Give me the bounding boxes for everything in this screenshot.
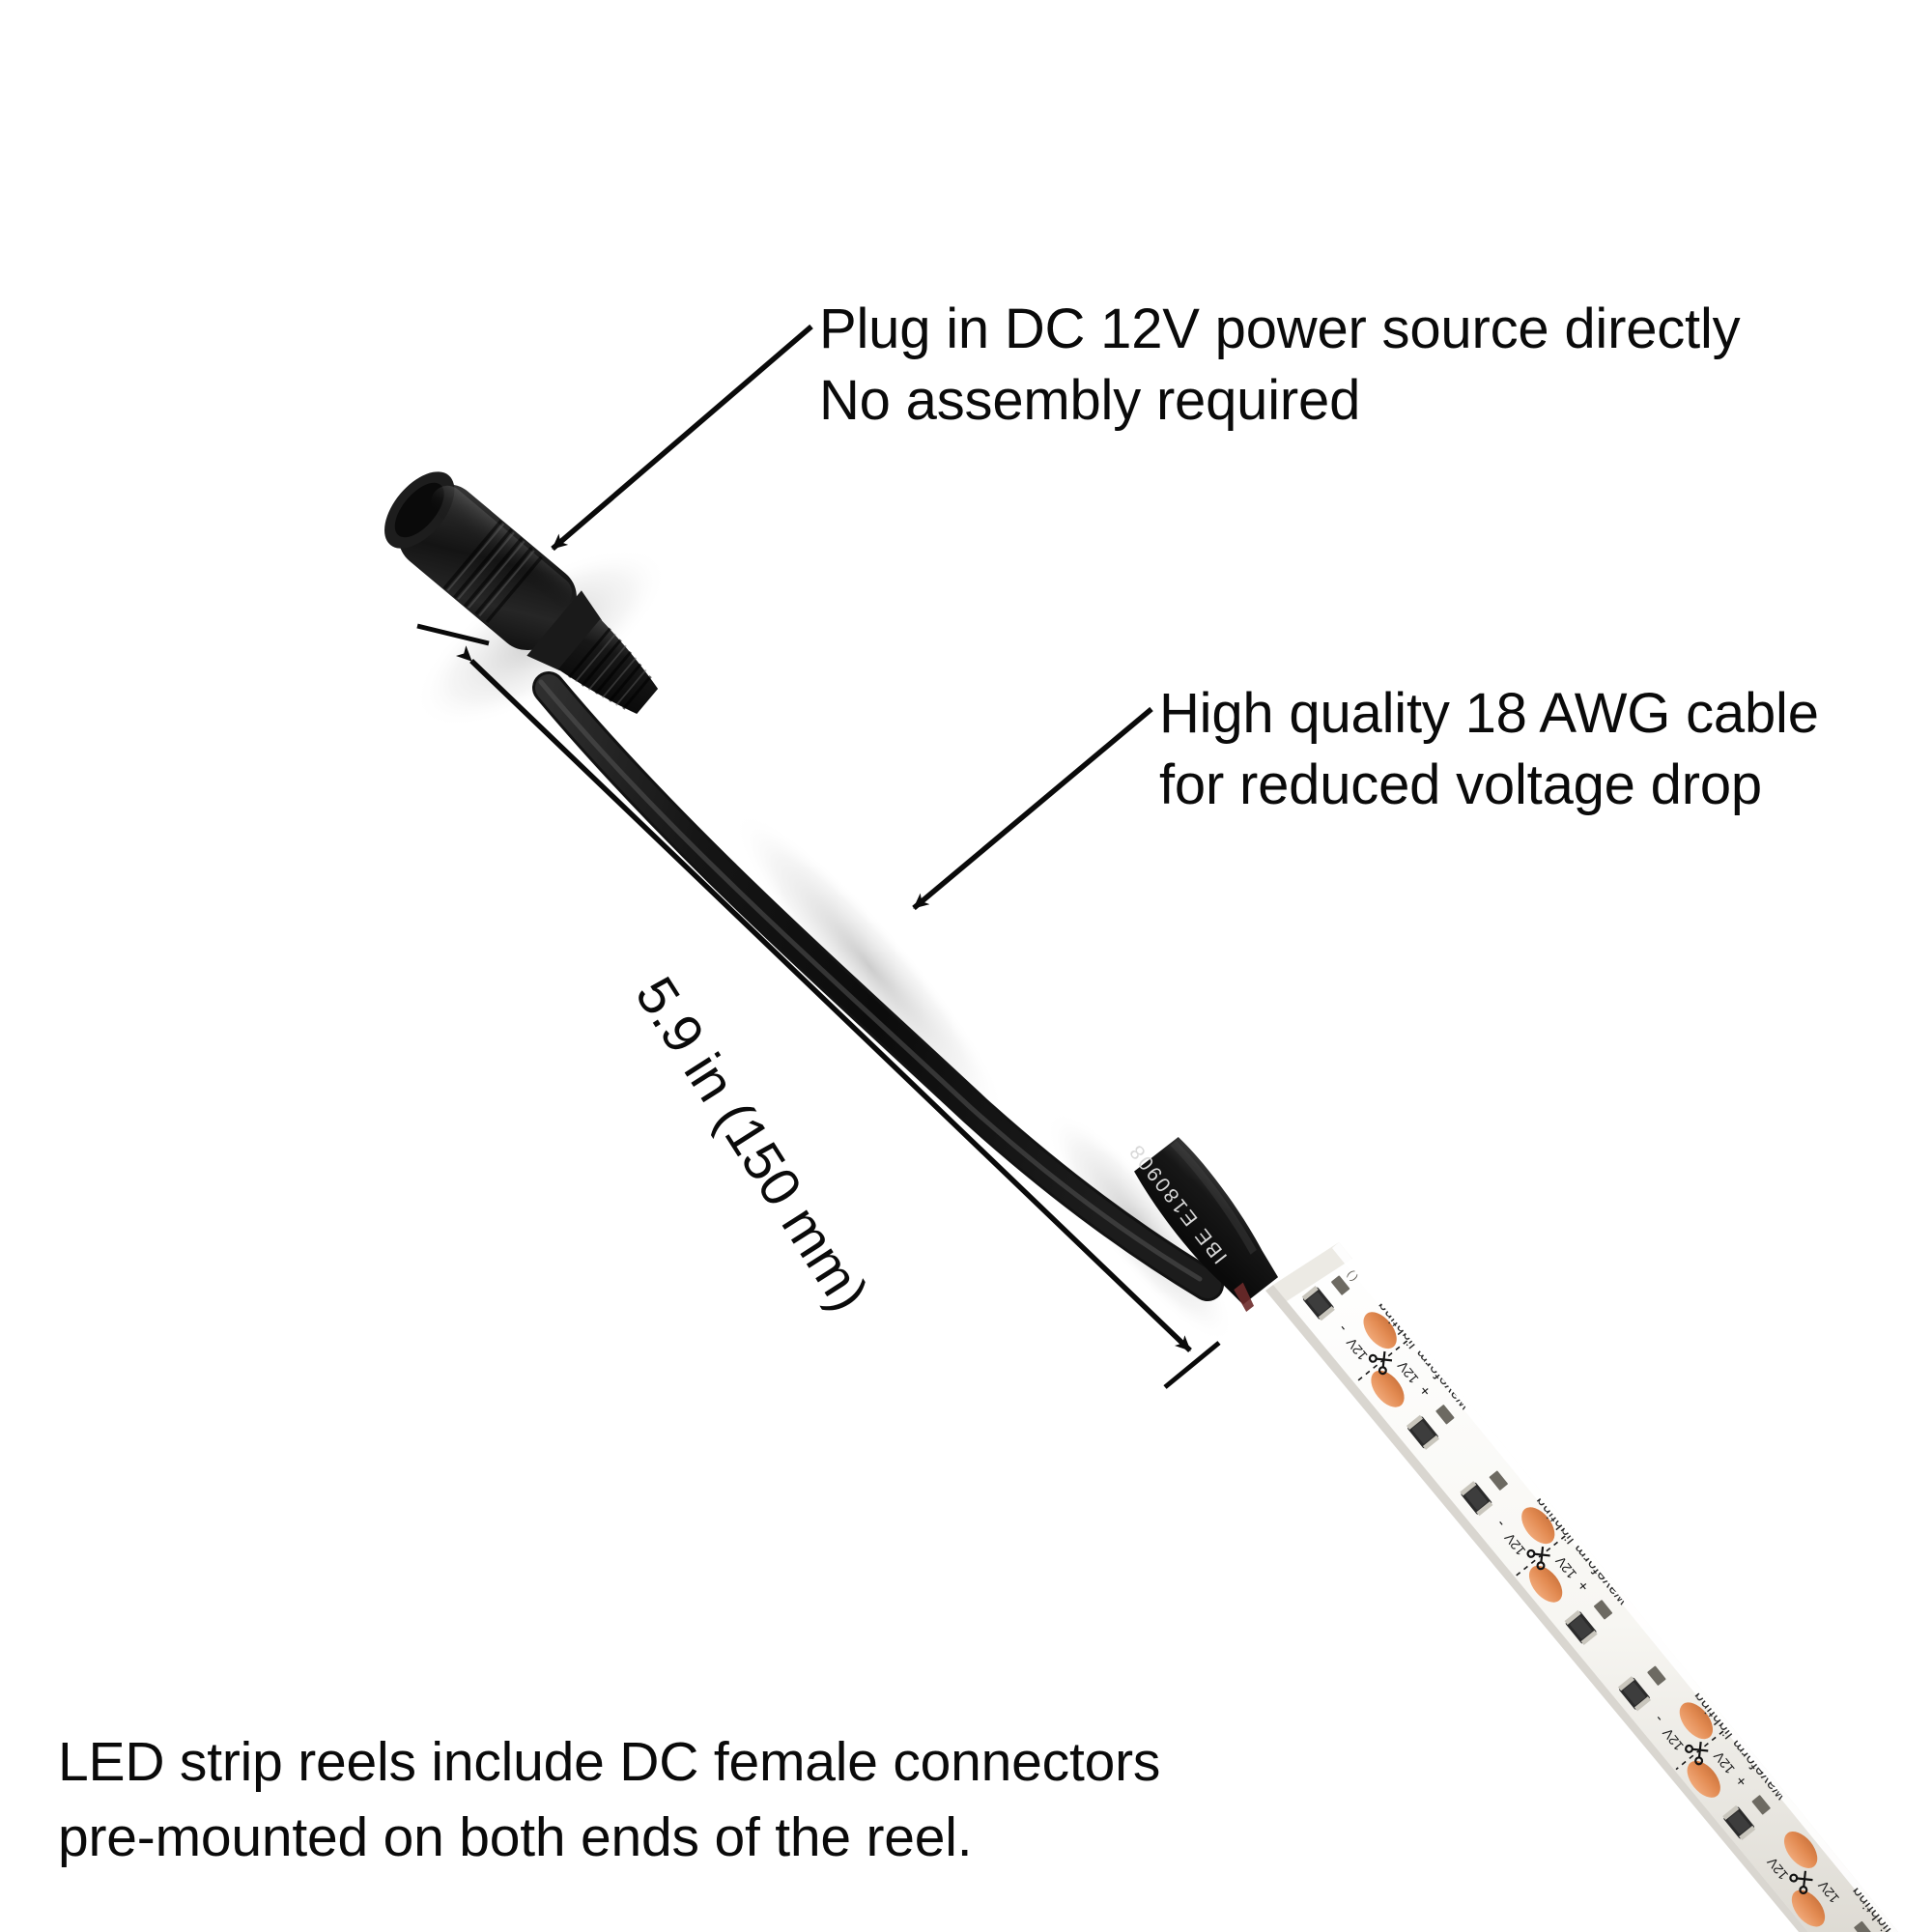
- dimension-arrow: [416, 623, 1221, 1389]
- solder-pad: [1783, 1832, 1818, 1868]
- footer-note-line-2: pre-mounted on both ends of the reel.: [58, 1806, 973, 1868]
- scissors-icon: [1789, 1870, 1813, 1895]
- led-strip: ( ) 12V 12V + -: [1265, 1242, 1898, 1932]
- solder-pad: [1687, 1760, 1720, 1798]
- resistor: [1435, 1405, 1455, 1425]
- callout-plug: Plug in DC 12V power source directly No …: [819, 294, 1741, 437]
- solder-pad: [1363, 1312, 1397, 1350]
- resistor: [1593, 1600, 1613, 1620]
- callout-cable-line-1: High quality 18 AWG cable: [1159, 682, 1819, 745]
- solder-pad: [1528, 1565, 1563, 1603]
- solder-pad: [1679, 1702, 1714, 1740]
- solder-pad: [1791, 1889, 1826, 1927]
- leader-line-plug: [551, 324, 813, 552]
- footer-note-line-1: LED strip reels include DC female connec…: [58, 1731, 1161, 1793]
- resistor: [1331, 1275, 1350, 1295]
- solder-pad: [1371, 1370, 1405, 1407]
- leader-line-cable: [912, 706, 1153, 911]
- callout-plug-line-1: Plug in DC 12V power source directly: [819, 298, 1741, 360]
- resistor: [1854, 1920, 1873, 1932]
- callout-plug-line-2: No assembly required: [819, 369, 1361, 432]
- callout-cable: High quality 18 AWG cable for reduced vo…: [1159, 678, 1819, 821]
- callout-cable-line-2: for reduced voltage drop: [1159, 753, 1762, 816]
- resistor: [1751, 1795, 1771, 1815]
- resistor: [1647, 1665, 1666, 1686]
- footer-note: LED strip reels include DC female connec…: [58, 1724, 1160, 1875]
- resistor: [1489, 1470, 1508, 1491]
- solder-pad: [1521, 1507, 1555, 1545]
